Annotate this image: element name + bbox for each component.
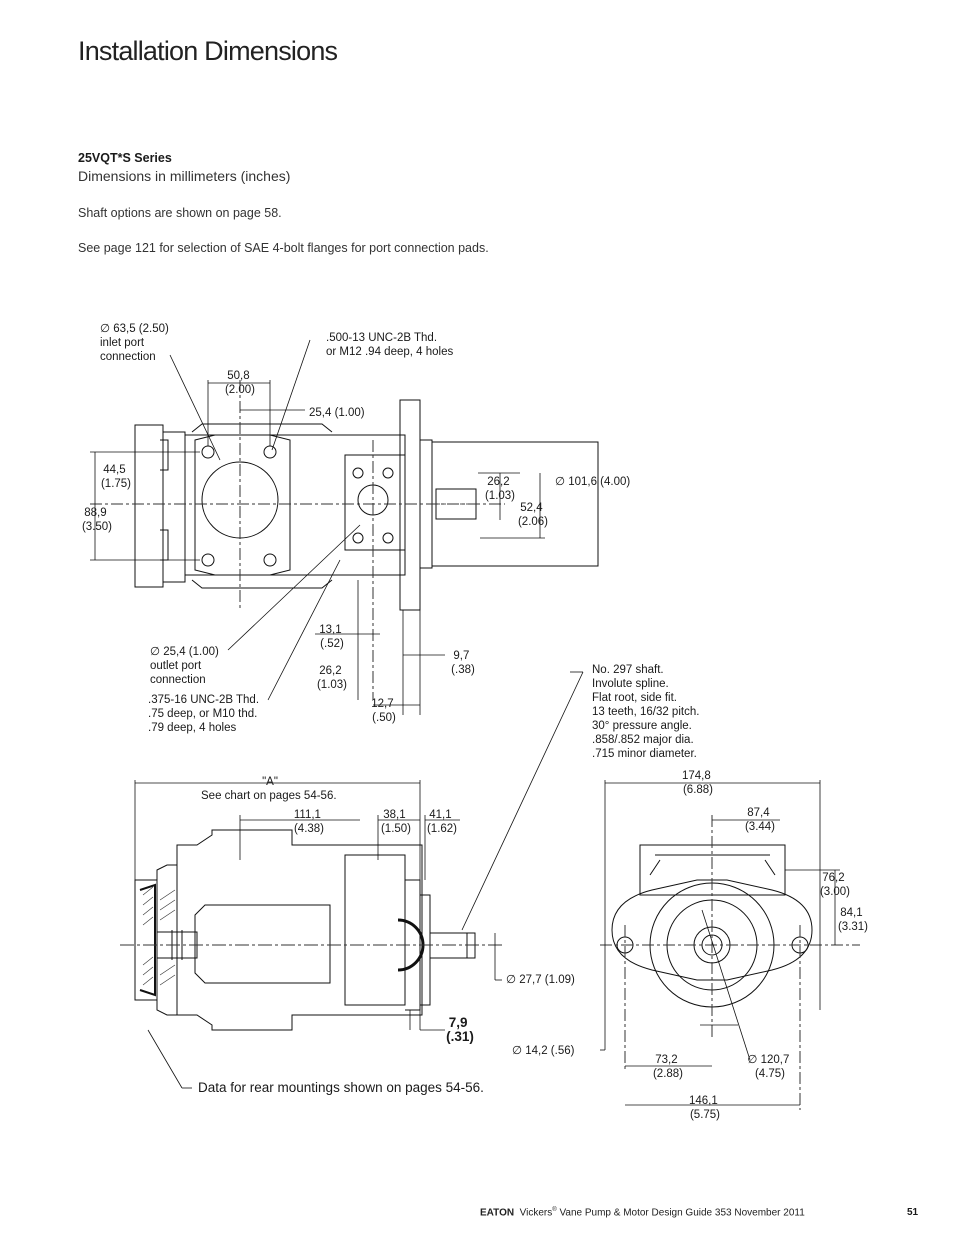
dim-26-2-top: 26,2 (1.03): [485, 476, 515, 502]
footer-guide-title: Vane Pump & Motor Design Guide 353 Novem…: [556, 1207, 805, 1219]
dim-14-2: ∅ 14,2 (.56): [512, 1045, 575, 1057]
dim-76-2: 76,2 (3.00): [820, 872, 850, 898]
series-heading: 25VQT*S Series: [78, 151, 172, 165]
top-view-centerlines: [90, 380, 505, 700]
shaft-note: No. 297 shaft. Involute spline. Flat roo…: [592, 664, 703, 760]
dim-12-7: 12,7 (.50): [371, 698, 397, 724]
side-view-outline: [134, 829, 476, 1031]
dim-38-1: 38,1 (1.50): [381, 809, 411, 835]
dim-41-1: 41,1 (1.62): [427, 809, 457, 835]
side-view-hatching: [142, 886, 176, 986]
dim-111-1: 111,1 (4.38): [294, 809, 324, 835]
dim-9-7: 9,7 (.38): [451, 650, 475, 676]
shaft-options-note: Shaft options are shown on page 58.: [78, 206, 282, 220]
dim-25-4: 25,4 (1.00): [309, 407, 365, 419]
dim-84-1: 84,1 (3.31): [838, 907, 868, 933]
end-view-dimension-lines: [600, 780, 840, 1106]
inlet-thread-label: .500-13 UNC-2B Thd. or M12 .94 deep, 4 h…: [326, 332, 453, 358]
page-title: Installation Dimensions: [78, 36, 338, 66]
dim-120-7: ∅ 120,7 (4.75): [747, 1054, 792, 1080]
side-view-dimension-lines: [134, 780, 502, 1089]
sae-flange-note: See page 121 for selection of SAE 4-bolt…: [78, 241, 489, 255]
outlet-port-label: ∅ 25,4 (1.00) outlet port connection: [150, 646, 222, 686]
footer-registered-mark: ®: [552, 1207, 557, 1213]
dim-88-9: 88,9 (3.50): [82, 507, 112, 533]
outlet-thread-label: .375-16 UNC-2B Thd. .75 deep, or M10 thd…: [148, 694, 262, 734]
dim-87-4: 87,4 (3.44): [745, 807, 775, 833]
rear-mountings-note: Data for rear mountings shown on pages 5…: [198, 1080, 484, 1095]
dim-50-8: 50,8 (2.00): [225, 370, 255, 396]
footer: EATON Vickers® Vane Pump & Motor Design …: [480, 1207, 805, 1218]
end-view-centerlines: [600, 815, 860, 1110]
dim-44-5: 44,5 (1.75): [101, 464, 131, 490]
dim-52-4: 52,4 (2.06): [518, 502, 548, 528]
dim-27-7: ∅ 27,7 (1.09): [506, 974, 575, 986]
dim-a-note: See chart on pages 54-56.: [201, 790, 337, 802]
dim-73-2: 73,2 (2.88): [653, 1054, 683, 1080]
page-number: 51: [907, 1207, 919, 1218]
dim-a: "A": [262, 776, 278, 788]
shaft-note-leader: [461, 671, 584, 931]
footer-vickers: Vickers: [519, 1207, 553, 1219]
inlet-port-label: ∅ 63,5 (2.50) inlet port connection: [100, 323, 172, 363]
top-view-dimension-lines: [90, 339, 599, 715]
dim-26-2-bottom: 26,2 (1.03): [317, 665, 347, 691]
dim-7-9: 7,9 (.31): [446, 1015, 474, 1044]
dim-146-1: 146,1 (5.75): [689, 1095, 721, 1121]
dim-174-8: 174,8 (6.88): [682, 770, 714, 796]
footer-brand: EATON: [480, 1207, 515, 1219]
dim-13-1: 13,1 (.52): [319, 624, 345, 650]
dim-101-6: ∅ 101,6 (4.00): [555, 476, 630, 488]
units-subtitle: Dimensions in millimeters (inches): [78, 168, 291, 184]
